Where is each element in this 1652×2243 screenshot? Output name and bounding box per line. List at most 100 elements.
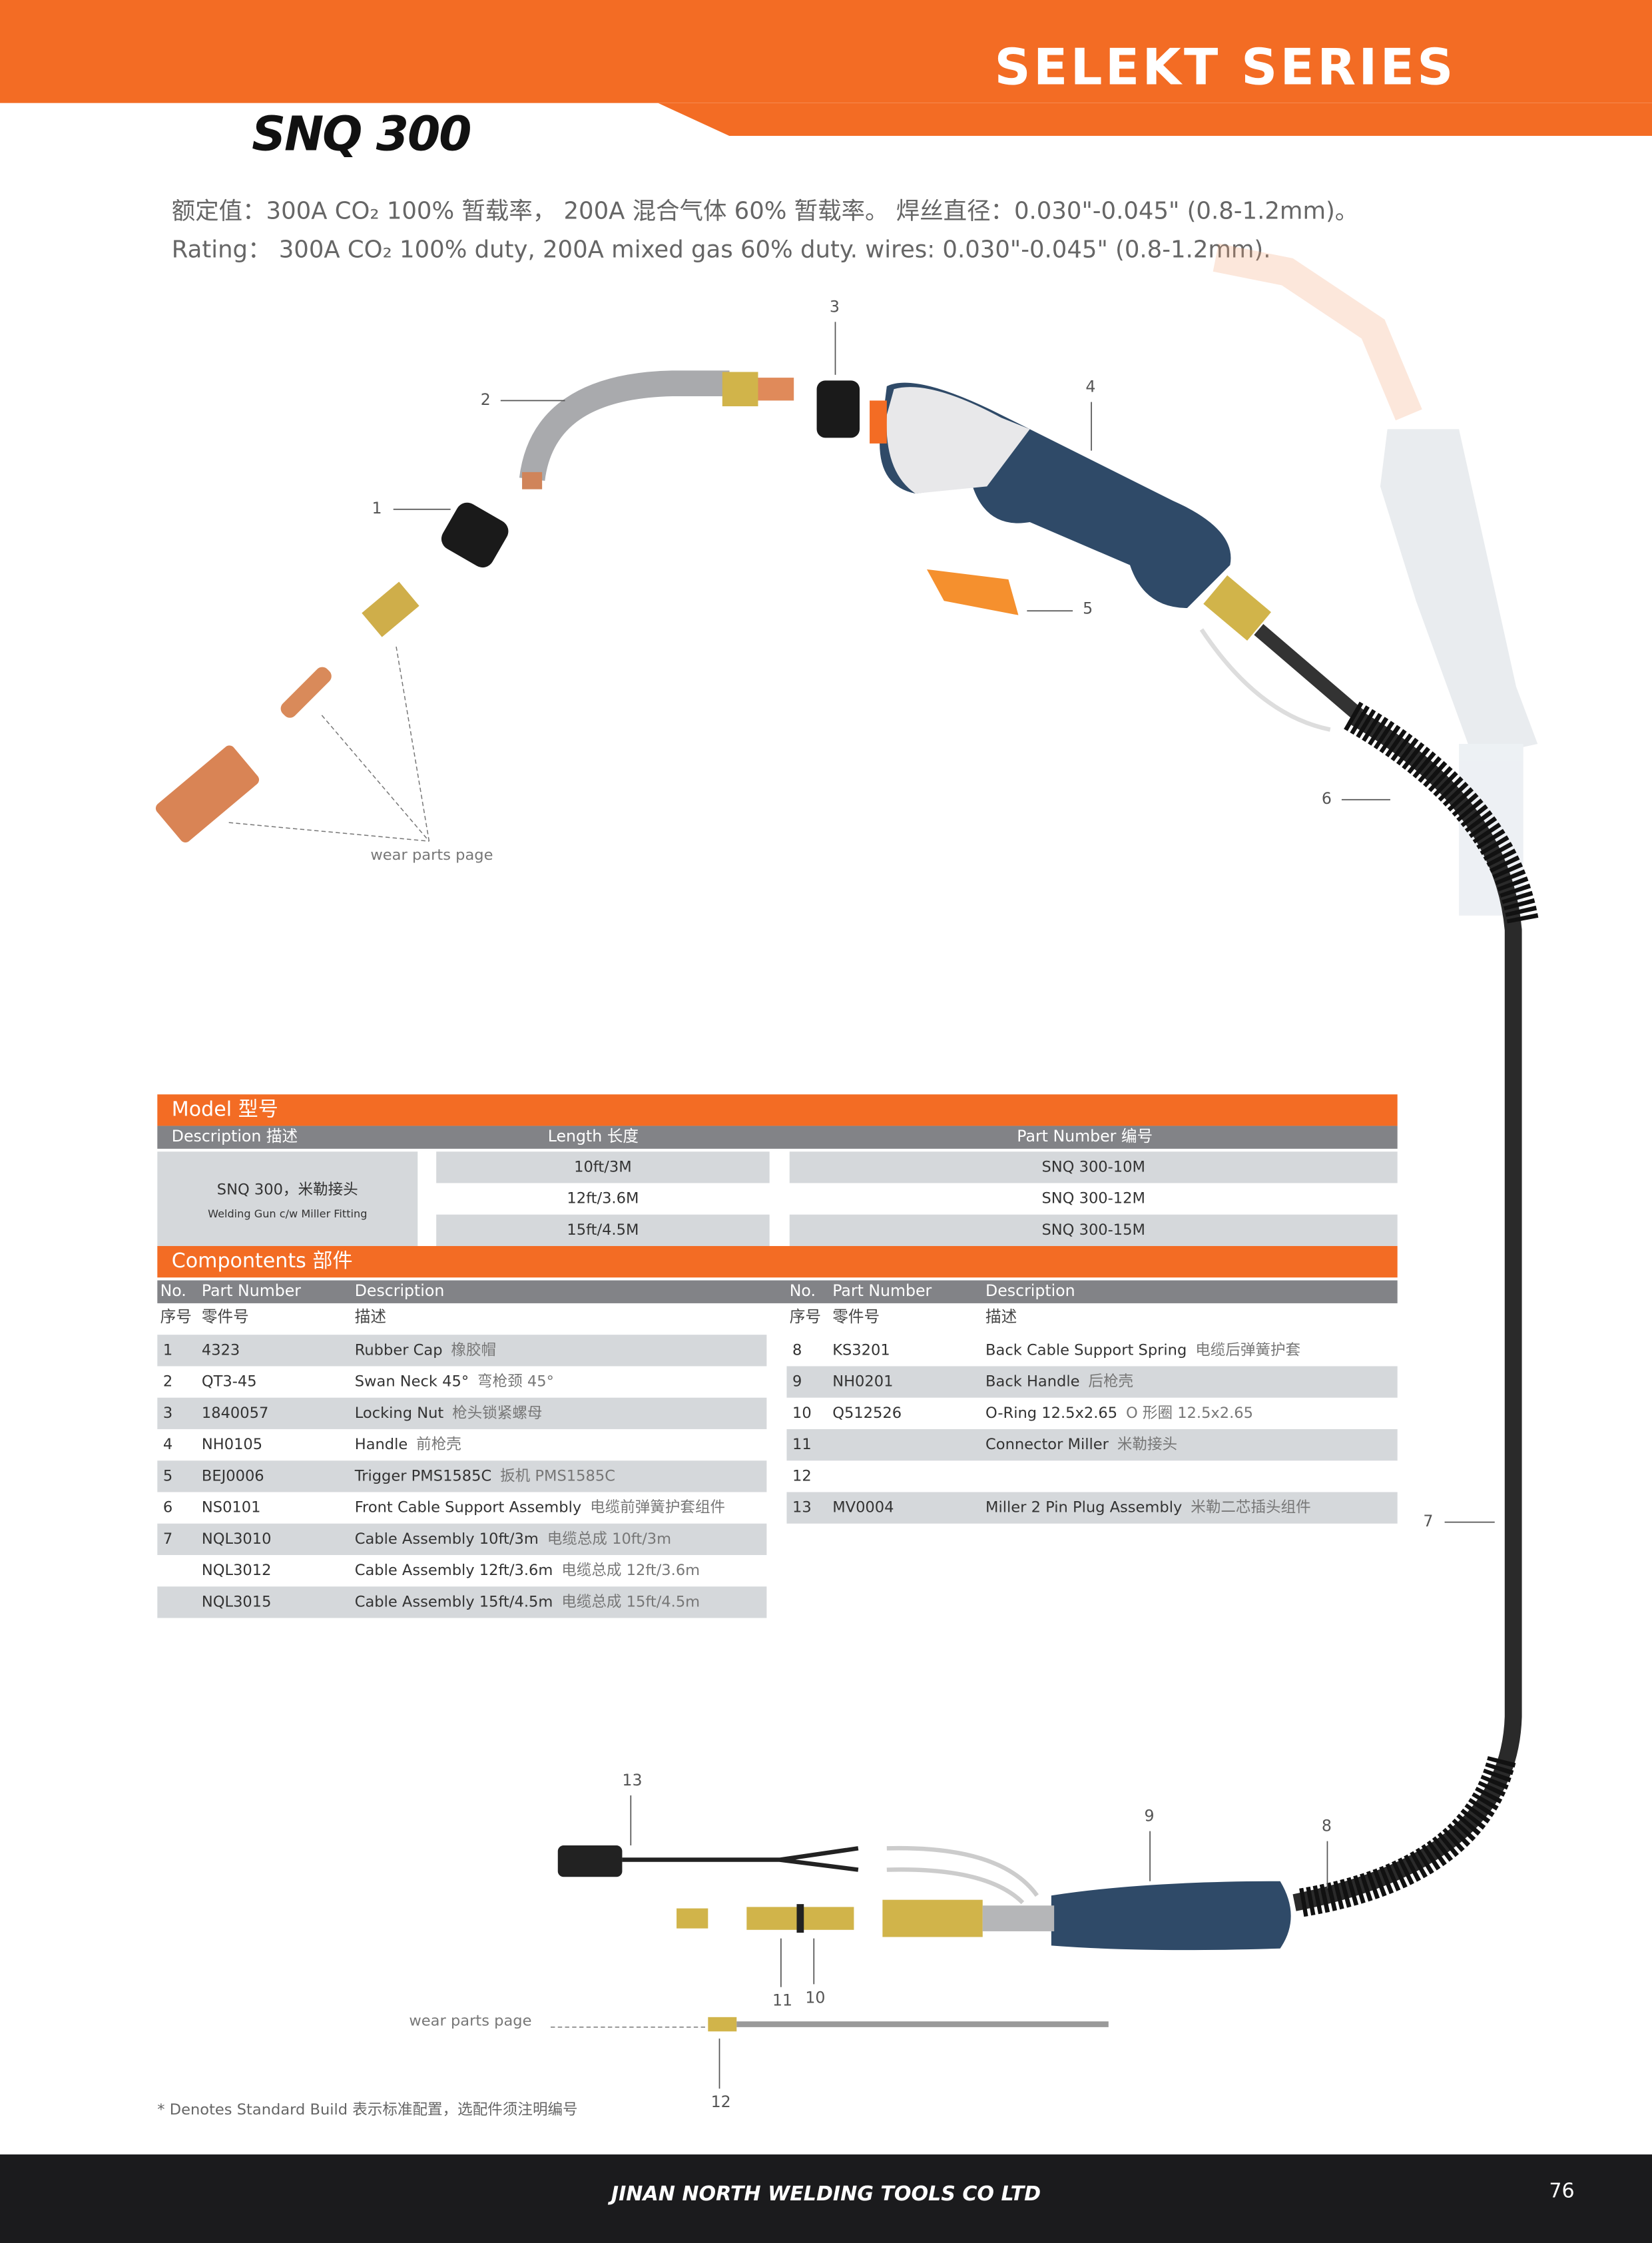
model-description-sub: Welding Gun c/w Miller Fitting [208, 1206, 368, 1220]
callout-5: 5 [1083, 599, 1093, 618]
row-description: Swan Neck 45°弯枪颈 45° [355, 1366, 554, 1397]
row-description-en: Miller 2 Pin Plug Assembly [985, 1499, 1183, 1516]
header-no-cn: 序号 [160, 1307, 192, 1327]
row-description-cn: 扳机 PMS1585C [500, 1467, 615, 1485]
header-band-tab [658, 103, 1652, 137]
liner-image [708, 2017, 1109, 2032]
row-no: 4 [162, 1436, 173, 1454]
wear-parts-link-bottom[interactable]: wear parts page [409, 2013, 532, 2031]
row-description: O-Ring 12.5x2.65 O 形圈 12.5x2.65 [985, 1398, 1253, 1429]
row-description-cn: 前枪壳 [416, 1436, 461, 1454]
swan-neck-image [519, 370, 794, 489]
row-part-number: NH0105 [201, 1436, 263, 1454]
row-description-en: Back Handle [985, 1373, 1080, 1391]
callout-10: 10 [805, 1988, 826, 2007]
handle-image [870, 382, 1231, 608]
row-description-en: O-Ring 12.5x2.65 [985, 1405, 1118, 1423]
row-description-cn: 电缆后弹簧护套 [1195, 1341, 1301, 1359]
row-description-en: Cable Assembly 10ft/3m [354, 1530, 539, 1548]
header-part-number: Part Number [832, 1281, 932, 1301]
row-no: 1 [162, 1341, 173, 1359]
row-no: 7 [162, 1530, 173, 1548]
footer-bar [0, 2154, 1652, 2243]
company-name: JINAN NORTH WELDING TOOLS CO LTD [611, 2183, 1041, 2206]
row-no: 6 [162, 1499, 173, 1516]
row-part-number: NH0201 [832, 1373, 894, 1391]
row-description: Connector Miller 米勒接头 [985, 1429, 1177, 1460]
callout-6: 6 [1321, 789, 1332, 808]
header-desc-cn: 描述 [985, 1307, 1017, 1327]
length-cell: 12ft/3.6M [436, 1183, 770, 1215]
callout-13: 13 [622, 1771, 643, 1790]
table-row: 4 NH0105 Handle 前枪壳 [157, 1429, 766, 1460]
table-row: 12 [786, 1460, 1397, 1492]
connector-image [677, 1908, 708, 1929]
row-no: 3 [162, 1405, 173, 1423]
length-cell: 15ft/4.5M [436, 1214, 770, 1246]
header-description: Description 描述 [171, 1127, 298, 1146]
row-description-cn: 米勒接头 [1117, 1436, 1178, 1454]
header-length: Length 长度 [547, 1127, 639, 1146]
ghost-gun-image [1213, 243, 1538, 916]
header-no: No. [160, 1281, 186, 1301]
series-title: SELEKT SERIES [994, 40, 1456, 98]
row-description-cn: 橡胶帽 [451, 1341, 497, 1359]
miller-plug-image [557, 1845, 1039, 1905]
row-description-cn: 弯枪颈 45° [477, 1373, 554, 1391]
components-table-header: No. Part Number Description No. Part Num… [157, 1280, 1398, 1303]
table-row: 13 MV0004 Miller 2 Pin Plug Assembly 米勒二芯插头… [786, 1492, 1398, 1524]
model-title: SNQ 300 [252, 105, 471, 162]
wear-parts-link-top[interactable]: wear parts page [370, 846, 493, 864]
row-description-cn: O 形圈 12.5x2.65 [1125, 1405, 1254, 1423]
row-part-number: NQL3012 [201, 1562, 272, 1580]
callout-7: 7 [1423, 1512, 1434, 1531]
header-band [0, 0, 1652, 103]
callout-9: 9 [1144, 1807, 1155, 1825]
part-number-cell: SNQ 300-15M [789, 1214, 1398, 1246]
components-subheader-cn: 序号 零件号 描述 序号 零件号 描述 [157, 1305, 1397, 1327]
row-no: 2 [162, 1373, 173, 1391]
model-description-cell: SNQ 300，米勒接头 Welding Gun c/w Miller Fitt… [157, 1151, 418, 1246]
header-part-number: Part Number [201, 1281, 301, 1301]
rating-en: Rating： 300A CO₂ 100% duty, 200A mixed g… [171, 236, 1271, 264]
row-no: 12 [792, 1467, 812, 1485]
header-part-cn: 零件号 [201, 1307, 249, 1327]
components-table-title: Compontents 部件 [157, 1245, 1398, 1278]
callout-11: 11 [772, 1991, 793, 2011]
row-part-number: 1840057 [201, 1405, 269, 1423]
row-description-en: Front Cable Support Assembly [354, 1499, 582, 1516]
row-part-number: MV0004 [832, 1499, 894, 1516]
row-part-number: QT3-45 [201, 1373, 257, 1391]
header-desc-cn: 描述 [354, 1307, 386, 1327]
contact-tip-image [280, 667, 332, 718]
header-part-cn: 零件号 [832, 1307, 880, 1327]
tip-holder-image [362, 581, 419, 637]
header-part-number: Part Number 编号 [1017, 1127, 1153, 1146]
callout-8: 8 [1321, 1817, 1332, 1836]
row-part-number: NS0101 [201, 1499, 261, 1516]
row-no: 13 [792, 1499, 812, 1516]
back-handle-image [882, 1881, 1291, 1951]
model-table-header: Description 描述 Length 长度 Part Number 编号 [157, 1125, 1398, 1149]
row-description-cn: 米勒二芯插头组件 [1191, 1499, 1311, 1516]
row-description [985, 1460, 994, 1492]
callout-4: 4 [1085, 378, 1096, 397]
row-part-number: NQL3015 [201, 1593, 272, 1611]
row-description-en: Connector Miller [985, 1436, 1109, 1454]
header-description: Description [354, 1281, 445, 1301]
row-no: 5 [162, 1467, 173, 1485]
row-description-en: Handle [354, 1436, 408, 1454]
